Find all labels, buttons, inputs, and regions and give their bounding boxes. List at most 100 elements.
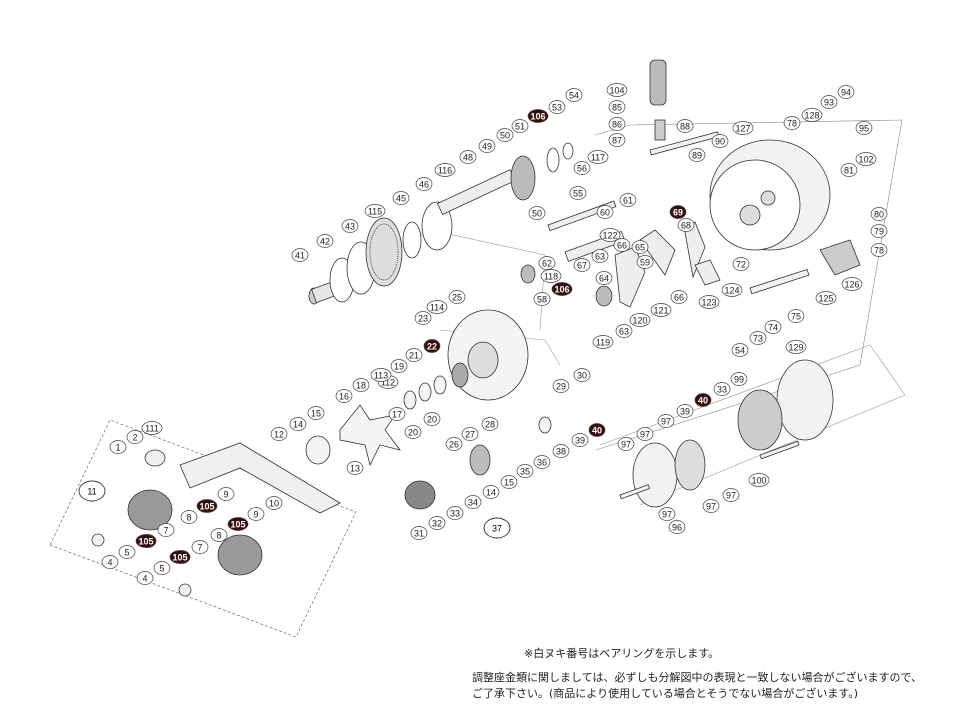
part-label-88: 88 <box>676 119 694 133</box>
svg-text:66: 66 <box>674 293 684 303</box>
part-label-127: 127 <box>732 121 754 135</box>
svg-text:97: 97 <box>640 430 650 440</box>
svg-text:96: 96 <box>672 523 682 533</box>
svg-text:88: 88 <box>680 122 690 132</box>
part-label-43: 43 <box>341 219 359 233</box>
svg-text:35: 35 <box>520 467 530 477</box>
svg-text:100: 100 <box>751 476 766 486</box>
part-label-8: 8 <box>180 510 198 524</box>
part-label-87: 87 <box>608 133 626 147</box>
svg-text:48: 48 <box>463 153 473 163</box>
svg-text:10: 10 <box>269 499 279 509</box>
part-label-4: 4 <box>136 571 154 585</box>
part-label-5: 5 <box>118 545 136 559</box>
part-label-14: 14 <box>482 485 500 499</box>
svg-text:54: 54 <box>569 91 579 101</box>
svg-text:20: 20 <box>427 415 437 425</box>
svg-text:5: 5 <box>124 548 129 558</box>
svg-text:9: 9 <box>223 490 228 500</box>
part-label-68: 68 <box>677 218 695 232</box>
part-label-16: 16 <box>335 389 353 403</box>
svg-text:30: 30 <box>577 371 587 381</box>
svg-text:28: 28 <box>485 420 495 430</box>
part-label-7: 7 <box>157 523 175 537</box>
part-label-39: 39 <box>571 433 589 447</box>
part-label-66: 66 <box>613 238 631 252</box>
svg-text:78: 78 <box>874 246 884 256</box>
svg-text:5: 5 <box>159 564 164 574</box>
callout-37: 37 <box>483 517 511 539</box>
part-label-25: 25 <box>448 290 466 304</box>
svg-text:54: 54 <box>735 346 745 356</box>
part-label-97: 97 <box>722 488 740 502</box>
svg-text:112: 112 <box>381 378 395 388</box>
part-label-4: 4 <box>101 555 119 569</box>
part-label-94: 94 <box>837 85 855 99</box>
part-label-105: 105 <box>227 517 249 531</box>
part-label-105: 105 <box>169 550 191 564</box>
part-label-62: 62 <box>538 256 556 270</box>
svg-text:74: 74 <box>768 323 778 333</box>
svg-text:58: 58 <box>537 295 547 305</box>
part-label-20: 20 <box>404 425 422 439</box>
part-label-22: 22 <box>423 339 441 353</box>
part-label-117: 117 <box>587 150 609 164</box>
part-label-66: 66 <box>670 290 688 304</box>
part-label-123: 123 <box>698 295 720 309</box>
svg-text:105: 105 <box>172 553 187 563</box>
svg-text:120: 120 <box>632 316 647 326</box>
side-plate-drag <box>305 309 552 510</box>
svg-text:89: 89 <box>692 151 702 161</box>
part-label-15: 15 <box>500 475 518 489</box>
part-label-129: 129 <box>785 340 807 354</box>
svg-text:64: 64 <box>599 274 609 284</box>
svg-text:32: 32 <box>432 519 442 529</box>
part-label-18: 18 <box>352 378 370 392</box>
spool-assembly <box>619 359 834 508</box>
svg-text:119: 119 <box>596 338 610 348</box>
svg-text:128: 128 <box>804 111 819 121</box>
part-label-126: 126 <box>841 277 863 291</box>
part-label-89: 89 <box>688 148 706 162</box>
part-label-79: 79 <box>870 224 888 238</box>
part-label-26: 26 <box>445 437 463 451</box>
svg-text:68: 68 <box>681 221 691 231</box>
svg-text:33: 33 <box>717 385 727 395</box>
part-label-69: 69 <box>669 205 687 219</box>
part-label-1: 1 <box>109 440 127 454</box>
part-label-120: 120 <box>629 313 651 327</box>
svg-text:39: 39 <box>575 436 585 446</box>
svg-text:125: 125 <box>818 294 833 304</box>
svg-text:42: 42 <box>320 237 330 247</box>
part-label-72: 72 <box>732 257 750 271</box>
part-label-17: 17 <box>388 407 406 421</box>
part-label-27: 27 <box>461 427 479 441</box>
svg-text:97: 97 <box>662 510 672 520</box>
part-label-40: 40 <box>588 423 606 437</box>
part-label-119: 119 <box>592 335 614 349</box>
svg-text:80: 80 <box>874 210 884 220</box>
svg-text:94: 94 <box>841 88 851 98</box>
part-label-85: 85 <box>608 100 626 114</box>
svg-text:46: 46 <box>419 180 429 190</box>
part-label-8: 8 <box>210 528 228 542</box>
svg-text:2: 2 <box>132 433 137 443</box>
svg-text:104: 104 <box>609 86 624 96</box>
svg-text:129: 129 <box>788 343 803 353</box>
svg-text:97: 97 <box>726 491 736 501</box>
part-label-9: 9 <box>217 487 235 501</box>
part-label-2: 2 <box>126 430 144 444</box>
part-label-59: 59 <box>636 255 654 269</box>
svg-text:26: 26 <box>449 440 459 450</box>
svg-text:79: 79 <box>874 227 884 237</box>
svg-text:102: 102 <box>858 155 873 165</box>
svg-text:86: 86 <box>612 120 622 130</box>
svg-text:4: 4 <box>142 574 147 584</box>
svg-text:121: 121 <box>653 306 668 316</box>
svg-text:105: 105 <box>230 520 245 530</box>
part-label-105: 105 <box>196 499 218 513</box>
part-label-63: 63 <box>615 324 633 338</box>
part-label-34: 34 <box>464 495 482 509</box>
part-label-29: 29 <box>552 379 570 393</box>
